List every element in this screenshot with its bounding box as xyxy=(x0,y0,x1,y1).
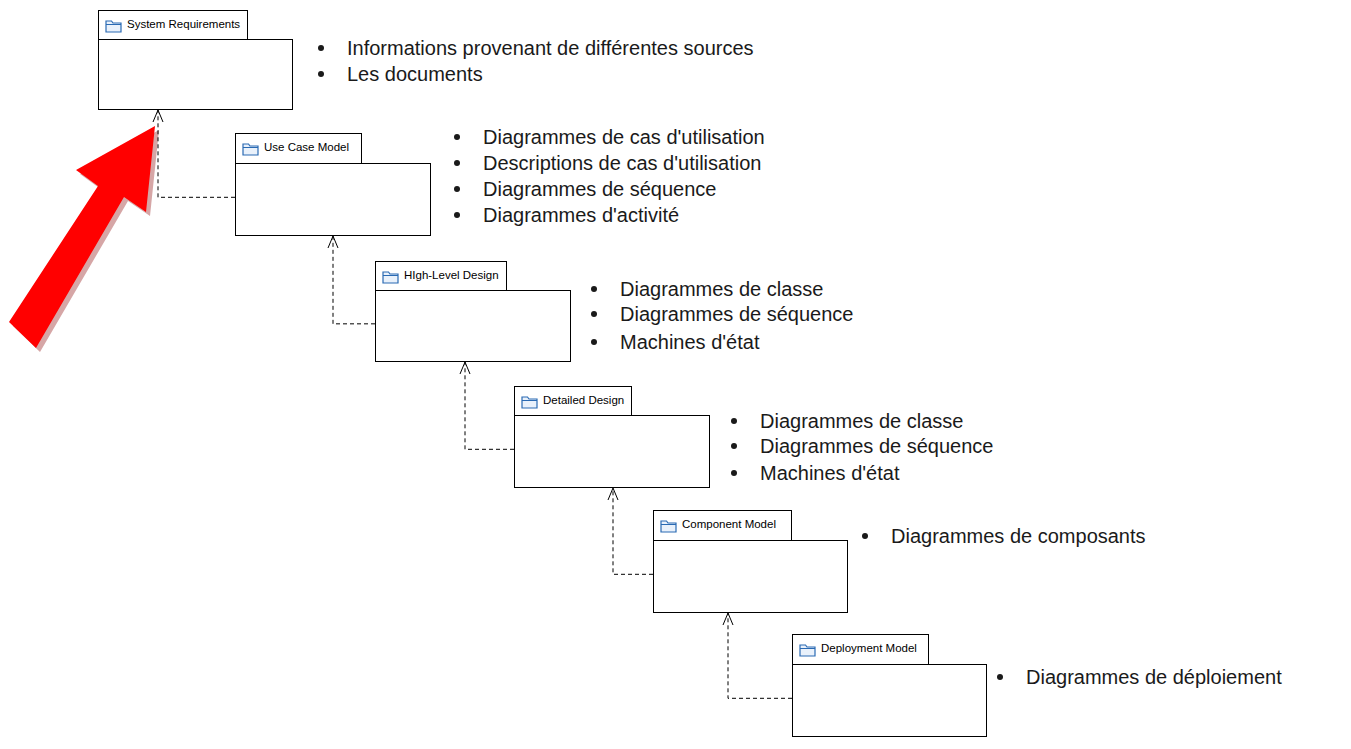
dependency-arrow xyxy=(608,488,653,574)
package-node: HIgh-Level Design xyxy=(375,261,571,362)
package-name: System Requirements xyxy=(127,18,240,30)
folder-icon xyxy=(382,270,400,284)
bullet-item: Diagrammes de composants xyxy=(891,524,1146,548)
folder-icon xyxy=(242,142,260,156)
bullet-dot xyxy=(591,286,597,292)
folder-icon xyxy=(105,19,123,33)
package-body xyxy=(235,163,431,236)
package-node: Detailed Design xyxy=(514,386,710,488)
dependency-arrow xyxy=(328,236,375,324)
bullet-dot xyxy=(862,533,868,539)
bullet-dot xyxy=(318,71,324,77)
bullet-item: Informations provenant de différentes so… xyxy=(347,36,754,60)
bullet-dot xyxy=(454,186,460,192)
package-name: Use Case Model xyxy=(264,141,349,153)
package-body xyxy=(98,39,293,110)
package-name: Deployment Model xyxy=(821,642,917,654)
bullet-dot xyxy=(454,160,460,166)
folder-icon xyxy=(660,519,678,533)
bullet-dot xyxy=(731,443,737,449)
bullet-item: Diagrammes de classe xyxy=(760,409,963,433)
bullet-item: Machines d'état xyxy=(620,330,759,354)
bullet-item: Diagrammes d'activité xyxy=(483,203,679,227)
package-body xyxy=(375,290,571,362)
package-tab: HIgh-Level Design xyxy=(375,261,507,291)
bullet-dot xyxy=(454,212,460,218)
folder-icon xyxy=(521,395,539,409)
dependency-arrow xyxy=(460,362,514,449)
package-name: HIgh-Level Design xyxy=(404,269,499,281)
bullet-item: Diagrammes de déploiement xyxy=(1026,665,1282,689)
package-node: Deployment Model xyxy=(792,634,987,737)
package-name: Detailed Design xyxy=(543,394,624,406)
package-node: Component Model xyxy=(653,510,848,613)
package-node: Use Case Model xyxy=(235,133,431,236)
dependency-arrow xyxy=(153,110,235,197)
bullet-item: Machines d'état xyxy=(760,461,899,485)
bullet-dot xyxy=(591,339,597,345)
bullet-item: Diagrammes de séquence xyxy=(760,434,993,458)
bullet-dot xyxy=(997,674,1003,680)
dependency-arrow xyxy=(723,613,792,698)
bullet-dot xyxy=(454,134,460,140)
package-name: Component Model xyxy=(682,518,776,530)
package-tab: Detailed Design xyxy=(514,386,632,416)
bullet-item: Diagrammes de cas d'utilisation xyxy=(483,125,765,149)
package-node: System Requirements xyxy=(98,10,293,110)
red-pointer-arrow xyxy=(9,126,155,348)
bullet-dot xyxy=(591,311,597,317)
package-tab: System Requirements xyxy=(98,10,248,40)
bullet-dot xyxy=(731,418,737,424)
package-body xyxy=(792,664,987,737)
package-body xyxy=(653,540,848,613)
package-tab: Component Model xyxy=(653,510,792,541)
bullet-item: Diagrammes de classe xyxy=(620,277,823,301)
bullet-item: Descriptions de cas d'utilisation xyxy=(483,151,761,175)
package-tab: Deployment Model xyxy=(792,634,929,665)
bullet-dot xyxy=(318,45,324,51)
folder-icon xyxy=(799,643,817,657)
bullet-item: Les documents xyxy=(347,62,483,86)
bullet-item: Diagrammes de séquence xyxy=(483,177,716,201)
bullet-item: Diagrammes de séquence xyxy=(620,302,853,326)
package-tab: Use Case Model xyxy=(235,133,362,164)
bullet-dot xyxy=(731,470,737,476)
package-body xyxy=(514,415,710,488)
